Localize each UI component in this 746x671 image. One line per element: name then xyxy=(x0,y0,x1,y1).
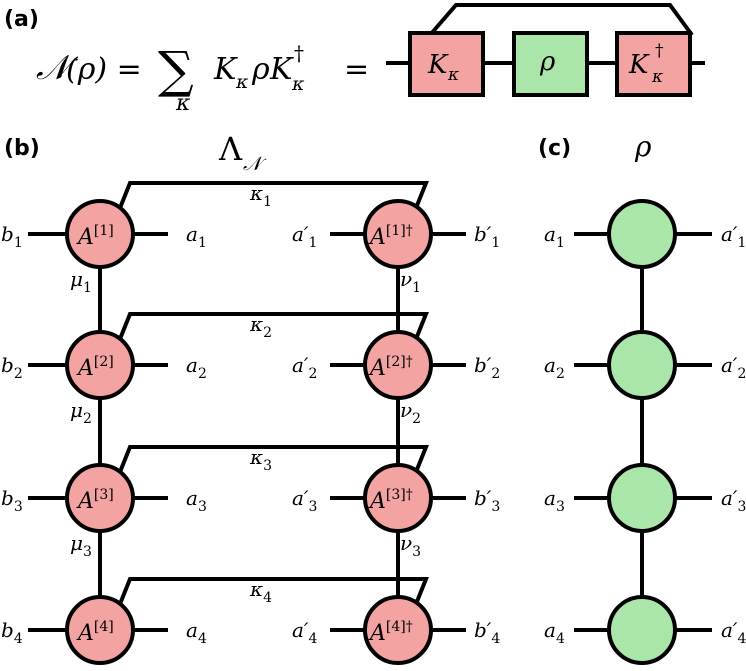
label-A-dagger-1: A[1]† xyxy=(368,223,413,250)
box-Kdag-sub: κ xyxy=(651,67,663,87)
label-kappa-4: κ4 xyxy=(249,577,272,606)
kraus-box-K xyxy=(408,31,485,97)
label-A-dagger-4: A[4]† xyxy=(368,619,413,646)
label-rho-aprime-3: a′3 xyxy=(721,486,746,515)
tensor-A-dagger-3 xyxy=(363,463,433,533)
box-Kdag-sup: † xyxy=(655,41,664,61)
kraus-box-Kdag xyxy=(615,31,692,97)
network-nodes xyxy=(65,199,677,665)
label-rho-aprime-4: a′4 xyxy=(721,618,746,647)
rho-node-2 xyxy=(607,330,677,400)
box-rho-label: ρ xyxy=(539,47,556,77)
tensor-A-1 xyxy=(65,199,135,269)
tensor-A-2 xyxy=(65,330,135,400)
kraus-K-sub: κ xyxy=(235,71,249,93)
bond-kappa-2 xyxy=(118,312,429,340)
label-b-2: b2 xyxy=(1,353,23,382)
label-kappa-1: κ1 xyxy=(249,181,272,210)
label-mu-3: μ3 xyxy=(70,531,92,560)
lambda-title-sub: 𝒩 xyxy=(243,153,267,175)
label-aprime-2: a′2 xyxy=(292,353,317,382)
label-rho-a-4: a4 xyxy=(544,618,565,647)
label-kappa-3: κ3 xyxy=(249,445,272,474)
label-A-2: A[2] xyxy=(76,354,114,381)
label-A-1: A[1] xyxy=(76,223,114,250)
label-a-3: a3 xyxy=(186,486,207,515)
rho-node-3 xyxy=(607,463,677,533)
kraus-Kdag: K xyxy=(269,52,294,87)
label-nu-3: ν3 xyxy=(400,531,421,560)
kraus-rho: ρ xyxy=(251,52,270,87)
label-a-2: a2 xyxy=(186,353,207,382)
bond-kappa-1 xyxy=(118,181,429,209)
label-A-3: A[3] xyxy=(76,487,114,514)
label-b-3: b3 xyxy=(1,486,23,515)
box-K-sub: κ xyxy=(447,65,459,85)
label-rho-aprime-1: a′1 xyxy=(721,222,746,251)
panel-label-c: (c) xyxy=(538,136,571,161)
equals-sign: = xyxy=(344,52,369,87)
box-Kdag-label: K xyxy=(628,50,650,80)
label-bprime-1: b′1 xyxy=(474,222,500,251)
label-bprime-3: b′3 xyxy=(474,486,500,515)
tensor-A-dagger-4 xyxy=(363,595,433,665)
network-labels: A[1] A[1]† b1 a1 a′1 b′1 a1 a′1 κ1 μ1 ν1A[2] A[2]† b… xyxy=(1,181,746,647)
bond-kappa-3 xyxy=(118,445,429,473)
label-aprime-3: a′3 xyxy=(292,486,317,515)
label-nu-2: ν2 xyxy=(400,398,421,427)
label-bprime-2: b′2 xyxy=(474,353,500,382)
tensor-A-3 xyxy=(65,463,135,533)
label-rho-a-3: a3 xyxy=(544,486,565,515)
panel-label-b: (b) xyxy=(4,136,40,161)
rho-node-4 xyxy=(607,595,677,665)
label-b-4: b4 xyxy=(1,618,23,647)
label-rho-a-1: a1 xyxy=(544,222,565,251)
kraus-Kdag-sub: κ xyxy=(291,73,305,95)
label-mu-2: μ2 xyxy=(70,398,92,427)
sum-symbol: ∑ xyxy=(158,41,194,99)
kraus-box-rho xyxy=(512,31,589,97)
rho-node-1 xyxy=(607,199,677,269)
kraus-equation: 𝒩 (ρ) = ∑ κ K κ ρ K † κ = xyxy=(36,41,369,116)
tensor-A-dagger-1 xyxy=(363,199,433,269)
label-a-4: a4 xyxy=(186,618,207,647)
kraus-K: K xyxy=(213,52,238,87)
label-kappa-2: κ2 xyxy=(249,312,272,341)
label-bprime-4: b′4 xyxy=(474,618,500,647)
sum-index: κ xyxy=(175,91,191,116)
bond-kappa-4 xyxy=(118,577,429,605)
kraus-Kdag-sup: † xyxy=(294,41,304,65)
label-mu-1: μ1 xyxy=(70,267,92,296)
rho-title: ρ xyxy=(634,130,652,163)
label-rho-aprime-2: a′2 xyxy=(721,353,746,382)
label-aprime-1: a′1 xyxy=(292,222,317,251)
label-nu-1: ν1 xyxy=(400,267,421,296)
tensor-A-dagger-2 xyxy=(363,330,433,400)
channel-argument: (ρ) = xyxy=(66,52,142,87)
label-aprime-4: a′4 xyxy=(292,618,317,647)
panel-label-a: (a) xyxy=(4,7,39,32)
label-A-dagger-2: A[2]† xyxy=(368,354,413,381)
box-K-label: K xyxy=(427,50,449,80)
label-A-4: A[4] xyxy=(76,619,114,646)
label-b-1: b1 xyxy=(1,222,23,251)
lambda-title: Λ xyxy=(218,130,243,168)
label-A-dagger-3: A[3]† xyxy=(368,487,413,514)
tensor-A-4 xyxy=(65,595,135,665)
label-rho-a-2: a2 xyxy=(544,353,565,382)
label-a-1: a1 xyxy=(186,222,207,251)
